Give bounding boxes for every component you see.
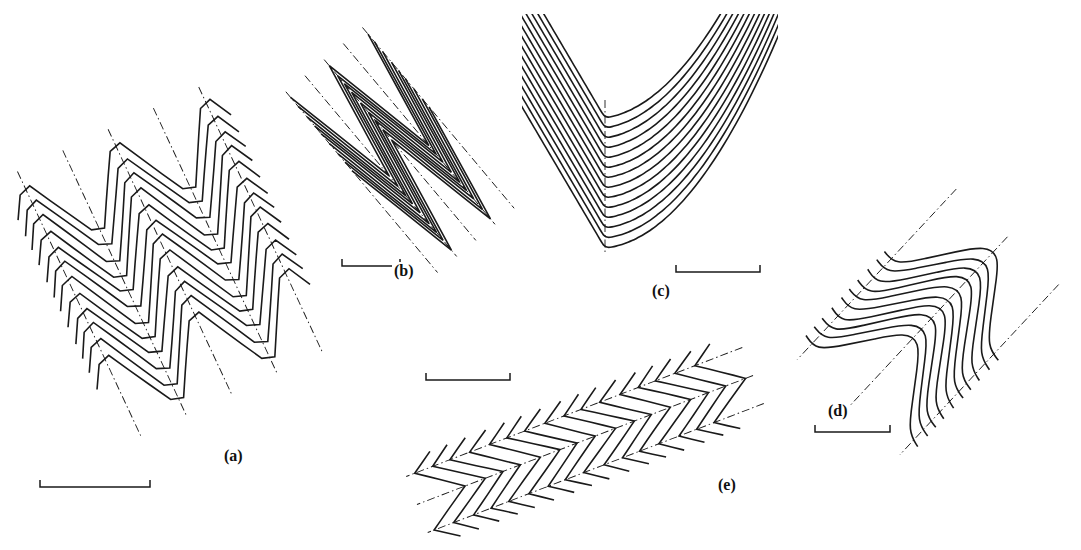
axial-trace	[362, 27, 514, 208]
bedding-line	[522, 21, 778, 237]
bedding-line	[345, 97, 502, 257]
bedding-line	[522, 14, 778, 167]
axial-trace	[63, 150, 187, 416]
axial-trace	[406, 347, 742, 476]
bedding-line	[650, 351, 725, 451]
bedding-line	[576, 379, 651, 479]
bedding-line	[821, 264, 988, 427]
axial-trace	[343, 44, 495, 225]
bedding-line	[501, 408, 576, 508]
axial-trace	[286, 92, 438, 273]
axial-trace	[199, 87, 323, 353]
axial-trace	[900, 285, 1059, 455]
axial-trace	[849, 237, 1008, 407]
bedding-line	[519, 401, 593, 501]
panel-label: (e)	[716, 476, 738, 494]
bedding-line	[522, 14, 778, 227]
bedding-line	[352, 106, 510, 267]
scale-bar	[815, 425, 890, 432]
bedding-line	[803, 284, 970, 447]
bedding-line	[522, 14, 778, 207]
bedding-line	[78, 248, 325, 416]
axial-trace	[305, 76, 457, 257]
bedding-line	[522, 32, 778, 248]
axial-trace	[17, 171, 141, 437]
fold-a	[0, 80, 338, 446]
fold-e	[401, 333, 769, 546]
scale-bar	[40, 480, 150, 487]
panel-label: (d)	[826, 402, 850, 420]
fold-d	[790, 182, 1064, 460]
fold-b	[286, 27, 514, 272]
bedding-line	[85, 263, 331, 430]
axial-trace	[417, 375, 753, 504]
axial-trace	[428, 404, 764, 533]
panel-label: (a)	[222, 447, 245, 465]
axial-trace	[605, 100, 606, 252]
scale-bar	[426, 373, 510, 380]
scale-bar	[676, 265, 760, 272]
fold-c	[522, 14, 778, 247]
axial-trace	[153, 108, 277, 374]
panel-label: (b)	[392, 262, 416, 280]
axial-trace	[324, 60, 476, 241]
axial-trace	[797, 189, 956, 359]
axial-trace	[108, 129, 232, 395]
bedding-line	[522, 14, 778, 127]
bedding-line	[812, 275, 978, 436]
panel-label: (c)	[650, 282, 672, 300]
